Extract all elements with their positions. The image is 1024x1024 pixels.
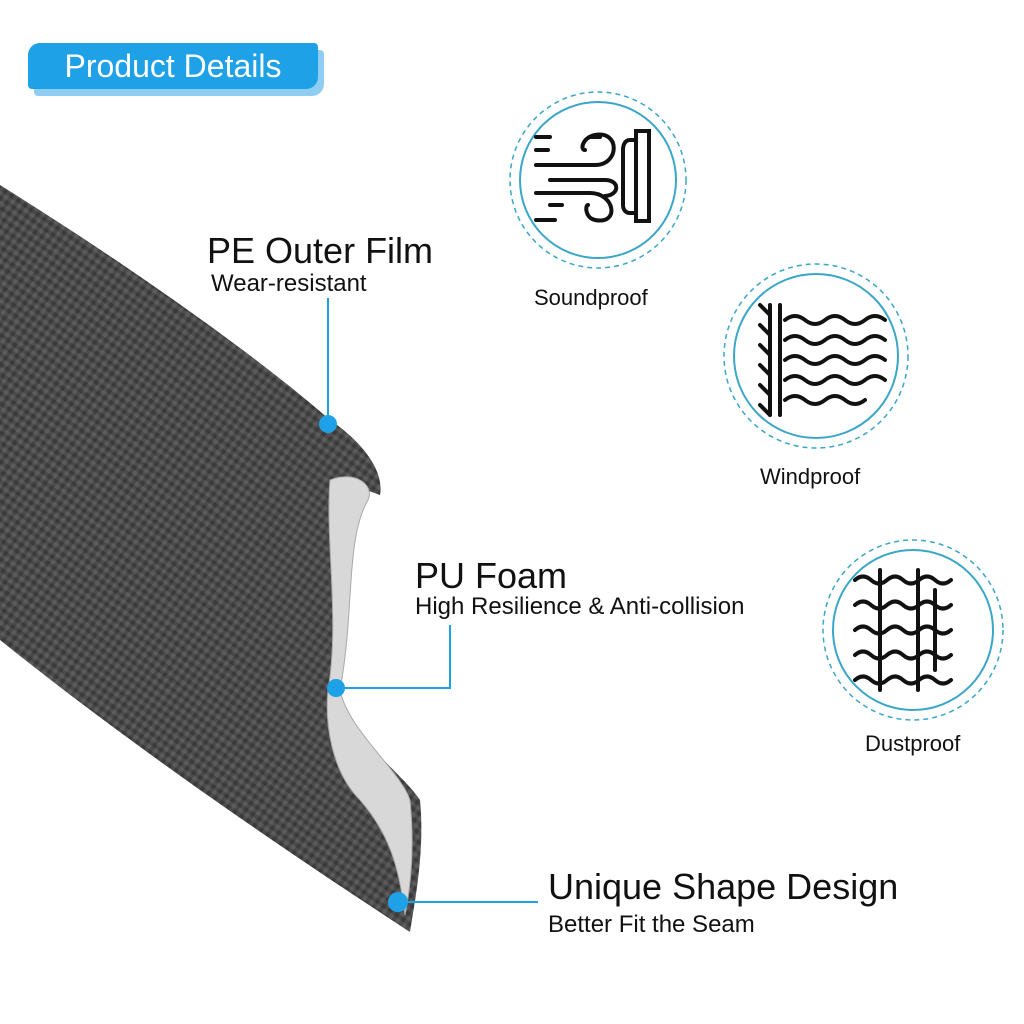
feature-label-windproof: Windproof [760,464,861,489]
callout-lines [327,298,538,903]
feature-label-dustproof: Dustproof [865,731,961,756]
product-details-badge: Product Details [28,43,318,89]
feature-rings [509,91,1004,721]
callout-subtitle-pu-foam: High Resilience & Anti-collision [415,593,745,620]
windproof-icon [758,303,887,417]
callout-subtitle-shape: Better Fit the Seam [548,911,755,938]
soundproof-icon [534,129,651,223]
callout-title-pu-foam: PU Foam [415,555,568,596]
callout-title-shape: Unique Shape Design [548,866,899,907]
callout-dots [319,415,408,912]
callout-title-pe-film: PE Outer Film [207,230,434,271]
callout-subtitle-pe-film: Wear-resistant [211,270,367,297]
feature-label-soundproof: Soundproof [534,285,648,310]
dustproof-icon [853,568,953,692]
